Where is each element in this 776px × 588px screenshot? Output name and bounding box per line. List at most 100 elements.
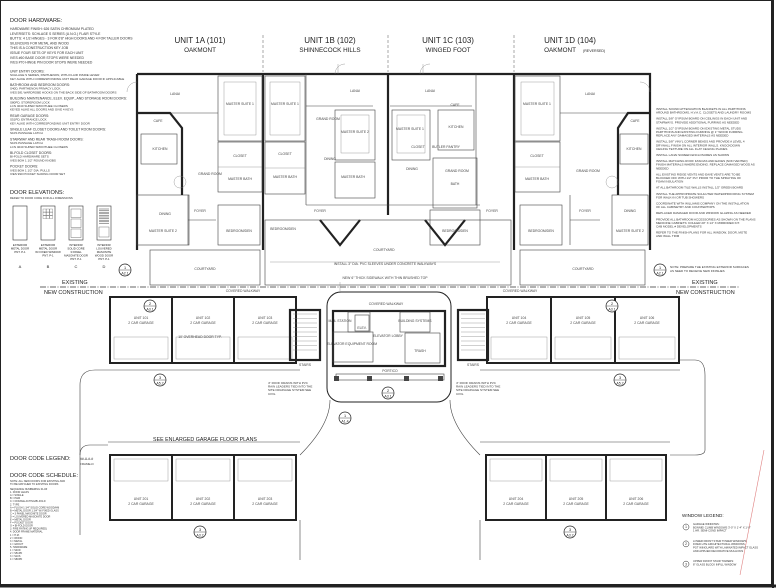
door-glass-pane [42,212,47,216]
room-label-foyer: FOYER [579,209,591,213]
door-code-intro: NOTE: ALL NEW DOORS FOR EXISTING AND [10,479,65,483]
general-note-line: INSTALL THE APPROPRIATE SCHLUTER WATERPR… [656,192,754,196]
general-note-line: INSTALL 5/8" GYPSUM BOARD ON CEILINGS IN… [656,117,748,121]
door-glass-pane [42,208,47,213]
door-code-line: 2 = WOOD [10,537,22,540]
room-label-grand-room: GRAND ROOM [445,169,469,173]
general-note: REPLACED DAMAGED DOOR AND WINDOW GLAZING… [656,211,752,215]
window-legend-line: PGT WINGUARD WITH LAMINATED IMPACT GLASS [693,546,758,550]
garage-unit-label: UNIT 203 [258,497,273,501]
general-note-line: DRYWALL FINISH ON ALL INTERIOR WALLS. KN… [656,143,740,147]
room-label-bedroom-den: BEDROOM/DEN [528,229,554,233]
garage-unit-label: UNIT 104 [512,316,527,320]
room-label-master-suite-2: MASTER SUITE 2 [149,229,177,233]
garage-type-label: 2 CAR GARAGE [563,502,589,506]
marker-sheet: A2.1 [656,272,663,276]
door-outline [12,205,28,241]
garage-wall [605,454,667,521]
marker-number: 3 [569,528,571,532]
section-marker: 3A3.2 [193,525,207,539]
general-note: INSTALL MATCHING ROOF FASCIAS AND EAVES … [656,159,755,170]
general-note-line: INSTALL SOUND ATTENUATION BLANKETS IN AL… [656,107,746,111]
door-code-legend-heading: DOOR CODE LEGEND: [10,456,71,462]
general-note-line: INSTALL 1/2" GYPSUM BOARD ON EXISTING ME… [656,126,741,130]
room-label-closet: CLOSET [233,154,247,158]
room-label-master-bath: MASTER BATH [525,177,549,181]
roof-drain-note-line: CIVIL [268,392,276,396]
door-panel [70,218,82,228]
door-glass-pane [46,208,50,213]
garage-door-outline [113,458,169,482]
door-outline [68,205,84,241]
section-marker: 3A5.2 [153,373,167,387]
room-label-closet: CLOSET [278,152,292,156]
marker-sheet: A3.1 [608,308,615,312]
window-legend-line: 1 HR. SEMI-COND IMPACT [693,529,727,533]
garage-type-label: 2 CAR GARAGE [128,321,154,325]
window-tag-number: 1 [685,525,687,529]
door-glass-pane [46,215,50,219]
garage-type-label: 2 CAR GARAGE [252,321,278,325]
room-label-elevator-equipment: ELEVATOR EQUIPMENT ROOM [327,342,377,346]
hardware-group-line: REAR GARAGE DOORS: [10,114,49,118]
window-legend-line: FIXED LITE ARCHITECTURAL WINDOWS. [693,542,746,546]
general-note: ALL EXISTING RIDGE VENTS AND EAVE VENTS … [656,172,741,183]
section-markers: 1A2.11A2.12A3.12A3.12A3.11A1.43A3.23A3.2… [118,263,667,539]
general-note-line: PARTITIONS AND EXISTING FURRING @ 1" WOO… [656,130,744,134]
garage-type-label: 2 CAR GARAGE [190,321,216,325]
door-elevation-caption: EXTERIOR [13,243,27,247]
hardware-note: ISSUE FOUR SETS OF KEYS FOR EACH UNIT [10,51,83,55]
roof-drain-note-line: CIVIL [456,392,464,396]
general-note-line: INSTALL MATCHING ROOF FASCIAS AND EAVES … [656,159,748,163]
annotations: INSTALL 3" DIA. PVC SLEEVES UNDER CONCRE… [153,261,500,443]
marker-sheet: A5.2 [156,382,163,386]
central-core [288,291,490,403]
general-note-line: FOAM INSULATION [656,180,683,184]
hardware-group-line: S40D, PARTHENON PRIVACY LOCK [10,87,60,91]
marker-number: 2 [387,389,389,393]
room-label-master-bath: MASTER BATH [273,175,297,179]
garage-door-outline [489,458,543,482]
units-floor-plan [126,63,652,286]
door-panel [70,228,82,238]
marker-number: 3 [199,528,201,532]
window-tag-number: 2 [685,542,687,546]
hardware-group-line: POCKET DOORS: [10,165,38,169]
general-note-line: OF ALL CABINETRY AND COUNTERTOPS [656,205,715,209]
general-note-line: FINISH MATERIALS WHERE ENDING. REPLACE D… [656,163,755,167]
room-label-courtyard: COURTYARD [373,248,395,252]
room-label-bedroom-den: BEDROOM/DEN [442,229,468,233]
room-label-dining: DINING [159,212,171,216]
door-elevation-caption: INTERIOR [69,243,82,247]
sidewalk-note: NEW 6" THICK SIDEWALK WITH THIN BRUSHED … [342,276,428,280]
roof-drain-note-line: SITE DRAINAGE SYSTEM SEE [456,388,499,392]
room-label-cafe: CAFE [450,103,460,107]
room-label-grand-room: GRAND ROOM [316,117,340,121]
marker-number: 3 [619,376,621,380]
garage-door-outline [237,458,293,482]
door-code-line: 2. TYPE [10,503,20,506]
new-construction-label-right: NEW CONSTRUCTION [676,290,735,296]
general-note-line: REFER TO THE FINISH PLANS FOR ALL WINDOW… [656,231,747,235]
door-elevation-caption: PNT. P-1 [42,254,54,258]
general-note-line: MEDICINE CABINETS: KOHLER 20" X 14" X MI… [656,221,740,225]
marker-sheet: A3.1 [384,395,391,399]
garage-type-label: 2 CAR GARAGE [623,502,649,506]
unit-1d-title: UNIT 1D (104) [544,36,596,45]
marker-sheet: A3.2 [566,534,573,538]
marker-sheet: A3.1 [146,308,153,312]
door-code-line: SEQUENCE NUMBERING 01-## [10,488,48,491]
door-elevation-caption: PNT. P-1 [14,250,26,254]
door-code-line: 3. FIRE RATING (IF REQUIRED) [10,528,47,531]
room-label-cafe: CAFE [153,119,163,123]
room-label-closet: CLOSET [411,145,425,149]
unit-1d-name: OAKMONT [544,47,576,54]
general-note: COORDINATE WITH WILLIAMS COMPANY ON THE … [656,202,749,210]
hardware-group-line: UNIT ENTRY DOORS: [10,69,45,73]
